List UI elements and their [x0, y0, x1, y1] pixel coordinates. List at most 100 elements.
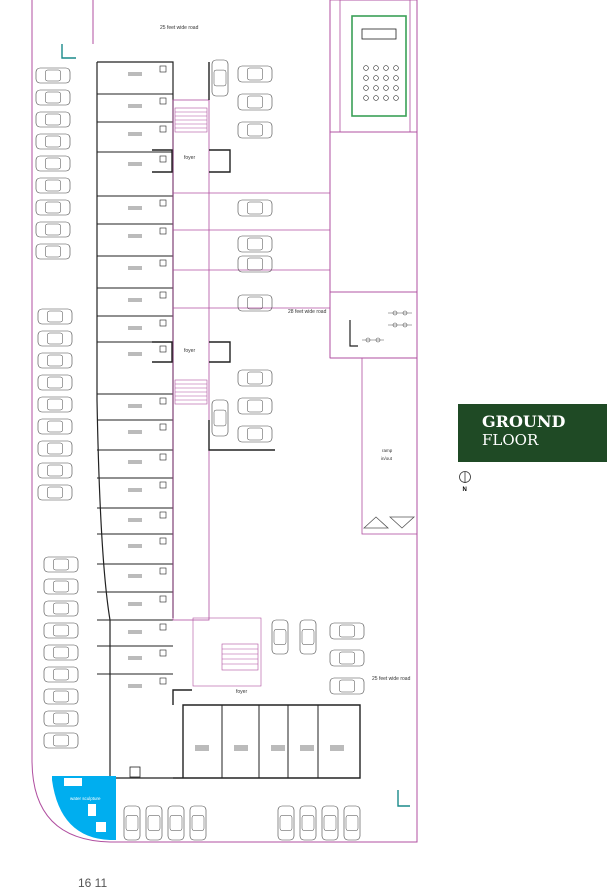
car-icon: [35, 199, 71, 216]
car-cabin: [53, 558, 69, 571]
car-body: [167, 805, 185, 841]
car-cabin: [247, 399, 263, 413]
car-body: [43, 710, 79, 727]
shop-tag: [128, 518, 142, 522]
shop-door: [159, 397, 167, 405]
shop-tag: [128, 298, 142, 302]
car-body: [237, 397, 273, 415]
car-body: [343, 805, 361, 841]
car-cabin: [213, 409, 227, 427]
car-icon: [37, 396, 73, 413]
car-cabin: [45, 69, 61, 82]
car-icon: [237, 199, 273, 217]
car-icon: [35, 89, 71, 106]
car-body: [35, 133, 71, 150]
shop-tag: [128, 630, 142, 634]
lift-cores: [61, 44, 410, 807]
car-body: [277, 805, 295, 841]
car-icon: [237, 235, 273, 253]
car-body: [237, 93, 273, 111]
car-body: [43, 578, 79, 595]
dining-table: [383, 95, 389, 101]
car-cabin: [191, 815, 205, 831]
car-icon: [43, 710, 79, 727]
car-icon: [43, 666, 79, 683]
shop-door: [159, 65, 167, 73]
car-cabin: [247, 257, 263, 271]
shop-tag: [128, 104, 142, 108]
north-arrow-icon: N: [459, 471, 471, 492]
car-body: [35, 89, 71, 106]
water-sculpture-blocks: [64, 778, 106, 832]
foyer-walls: [152, 62, 275, 451]
right-building: [329, 0, 418, 535]
dining-table: [363, 75, 369, 81]
car-body: [37, 308, 73, 325]
car-cabin: [125, 815, 139, 831]
shop-tag: [330, 745, 344, 751]
center-parking-bay: [211, 59, 365, 695]
car-cabin: [323, 815, 337, 831]
car-body: [35, 177, 71, 194]
car-cabin: [247, 201, 263, 215]
road-fixtures: [362, 310, 412, 343]
shop-door: [159, 291, 167, 299]
dining-table: [373, 75, 379, 81]
car-cabin: [53, 602, 69, 615]
car-icon: [37, 440, 73, 457]
dining-table: [373, 65, 379, 71]
car-body: [123, 805, 141, 841]
car-cabin: [53, 668, 69, 681]
car-body: [329, 622, 365, 640]
car-cabin: [45, 113, 61, 126]
shop-tag: [128, 488, 142, 492]
shop-tag: [128, 574, 142, 578]
staircase-top: [174, 107, 208, 133]
top-road-label: 25 feet wide road: [160, 25, 199, 31]
car-icon: [211, 399, 229, 437]
car-cabin: [247, 67, 263, 81]
car-cabin: [45, 201, 61, 214]
car-body: [321, 805, 339, 841]
shop-door: [159, 649, 167, 657]
shop-door: [159, 567, 167, 575]
dining-table: [363, 85, 369, 91]
staircase-middle: [174, 379, 208, 405]
shop-tag: [128, 266, 142, 270]
shop-door: [159, 125, 167, 133]
dining-table: [363, 65, 369, 71]
dining-table: [393, 95, 399, 101]
car-icon: [329, 649, 365, 667]
car-icon: [43, 600, 79, 617]
car-icon: [43, 622, 79, 639]
car-icon: [329, 622, 365, 640]
car-body: [43, 666, 79, 683]
shop-tag: [128, 404, 142, 408]
shop-tag: [128, 352, 142, 356]
car-body: [211, 399, 229, 437]
car-cabin: [47, 442, 63, 455]
car-body: [189, 805, 207, 841]
shop-door: [159, 345, 167, 353]
shop-tag: [195, 745, 209, 751]
car-icon: [237, 294, 273, 312]
left-parking-bay: [35, 67, 79, 749]
car-body: [329, 677, 365, 695]
car-body: [211, 59, 229, 97]
car-cabin: [47, 376, 63, 389]
shop-tag: [300, 745, 314, 751]
car-cabin: [47, 354, 63, 367]
lift-core-bottom: [129, 766, 141, 778]
car-icon: [237, 369, 273, 387]
shop-door: [159, 537, 167, 545]
car-cabin: [339, 679, 355, 693]
foyer-label-top: foyer: [184, 155, 195, 161]
car-cabin: [53, 734, 69, 747]
shop-tag: [128, 206, 142, 210]
car-icon: [145, 805, 163, 841]
car-body: [237, 425, 273, 443]
foyer-label-bottom: foyer: [236, 689, 247, 695]
car-cabin: [47, 464, 63, 477]
car-cabin: [345, 815, 359, 831]
shop-tag: [128, 602, 142, 606]
